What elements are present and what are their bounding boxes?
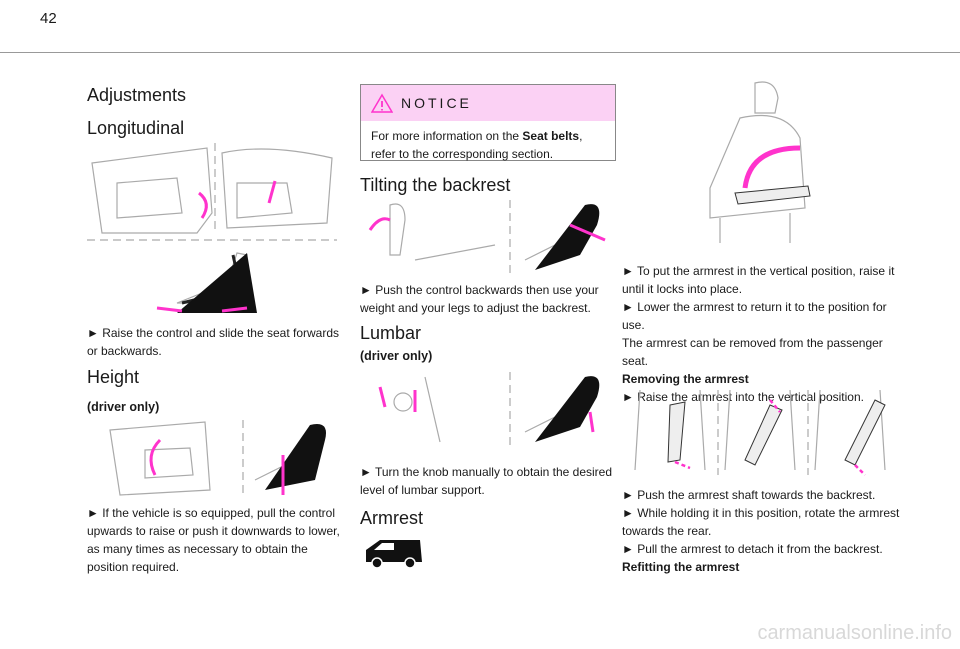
removal-step: ► Push the armrest shaft towards the bac… xyxy=(622,488,876,502)
longitudinal-illustration xyxy=(87,143,337,313)
armrest-step: ► Lower the armrest to return it to the … xyxy=(622,300,887,332)
removal-step: ► Pull the armrest to detach it from the… xyxy=(622,542,883,556)
longitudinal-heading: Longitudinal xyxy=(87,118,185,138)
page-number: 42 xyxy=(40,10,57,27)
watermark: carmanualsonline.info xyxy=(757,622,952,644)
section-title: Adjustments xyxy=(87,85,187,105)
height-heading: Height xyxy=(87,367,140,387)
tilting-text: ► Push the control backwards then use yo… xyxy=(360,283,599,315)
removal-step: ► While holding it in this position, rot… xyxy=(622,506,900,538)
van-icon xyxy=(366,540,422,569)
armrest-seat-illustration xyxy=(709,81,811,243)
armrest-heading: Armrest xyxy=(360,508,423,528)
tilting-illustration xyxy=(368,200,606,275)
height-subheading: (driver only) xyxy=(87,400,160,414)
lumbar-text: ► Turn the knob manually to obtain the d… xyxy=(360,465,613,497)
removal-instructions: ► Push the armrest shaft towards the bac… xyxy=(622,486,912,576)
notice-label: NOTICE xyxy=(401,95,472,111)
armrest-removal-illustration xyxy=(634,390,886,476)
height-text: ► If the vehicle is so equipped, pull th… xyxy=(87,506,340,574)
height-illustration xyxy=(109,420,326,498)
removing-step: ► Raise the armrest into the vertical po… xyxy=(622,390,864,404)
notice-box: NOTICE For more information on the Seat … xyxy=(360,84,616,161)
seat-belts-reference: Seat belts xyxy=(522,129,580,143)
longitudinal-text: ► Raise the control and slide the seat f… xyxy=(87,326,340,358)
lumbar-illustration xyxy=(378,372,600,447)
refitting-heading: Refitting the armrest xyxy=(622,560,740,574)
notice-text: For more information on the Seat belts, … xyxy=(371,129,583,161)
removing-heading: Removing the armrest xyxy=(622,372,749,386)
lumbar-heading: Lumbar xyxy=(360,323,422,343)
armrest-step: ► To put the armrest in the vertical pos… xyxy=(622,264,895,296)
header-divider xyxy=(0,52,960,53)
tilting-heading: Tilting the backrest xyxy=(360,175,511,195)
warning-icon xyxy=(371,93,393,113)
armrest-instructions: ► To put the armrest in the vertical pos… xyxy=(622,262,912,406)
lumbar-subheading: (driver only) xyxy=(360,349,433,363)
armrest-note: The armrest can be removed from the pass… xyxy=(622,336,883,368)
